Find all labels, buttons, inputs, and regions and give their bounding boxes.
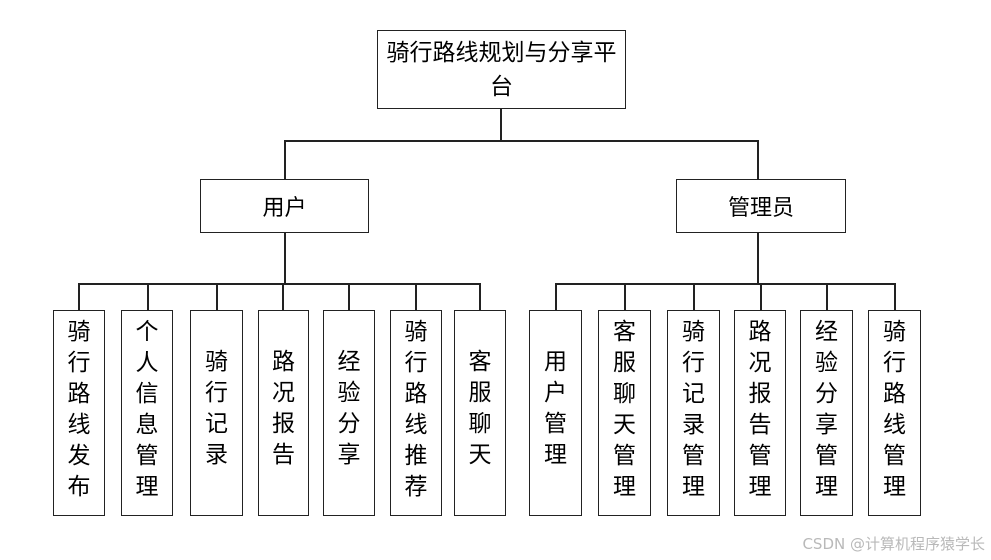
connector-line (284, 140, 286, 180)
connector-line (284, 232, 286, 284)
admin-leaf-label: 客服聊天管理 (612, 319, 636, 500)
connector-line (555, 283, 895, 285)
user-leaf-label: 骑行路线发布 (67, 319, 91, 500)
connector-line (693, 283, 695, 311)
user-leaf-node: 骑行记录 (190, 310, 243, 516)
connector-line (757, 232, 759, 284)
admin-leaf-label: 骑行记录管理 (681, 319, 705, 500)
admin-leaf-label: 经验分享管理 (814, 319, 838, 500)
connector-line (757, 140, 759, 180)
admin-leaf-node: 客服聊天管理 (598, 310, 651, 516)
connector-line (415, 283, 417, 311)
root-label: 骑行路线规划与分享平台 (386, 39, 617, 100)
user-node: 用户 (200, 179, 369, 233)
admin-leaf-label: 用户管理 (543, 349, 567, 468)
user-leaf-label: 路况报告 (271, 349, 295, 468)
admin-label: 管理员 (727, 196, 794, 221)
admin-leaf-node: 路况报告管理 (734, 310, 786, 516)
user-leaf-node: 骑行路线发布 (53, 310, 105, 516)
connector-line (826, 283, 828, 311)
user-leaf-label: 个人信息管理 (135, 319, 159, 500)
user-leaf-label: 骑行路线推荐 (404, 319, 428, 500)
admin-leaf-node: 用户管理 (529, 310, 582, 516)
user-leaf-node: 客服聊天 (454, 310, 506, 516)
user-leaf-node: 经验分享 (323, 310, 375, 516)
user-leaf-node: 个人信息管理 (121, 310, 173, 516)
connector-line (284, 140, 758, 142)
connector-line (894, 283, 896, 311)
connector-line (479, 283, 481, 311)
user-leaf-label: 经验分享 (337, 349, 361, 468)
connector-line (348, 283, 350, 311)
connector-line (555, 283, 557, 311)
admin-leaf-node: 骑行路线管理 (868, 310, 921, 516)
admin-leaf-label: 路况报告管理 (748, 319, 772, 500)
admin-leaf-label: 骑行路线管理 (882, 319, 906, 500)
user-leaf-node: 路况报告 (258, 310, 309, 516)
connector-line (760, 283, 762, 311)
root-node: 骑行路线规划与分享平台 (377, 30, 626, 109)
connector-line (78, 283, 480, 285)
watermark-text: CSDN @计算机程序猿学长 (802, 535, 985, 553)
user-label: 用户 (262, 196, 307, 221)
admin-leaf-node: 骑行记录管理 (667, 310, 720, 516)
connector-line (282, 283, 284, 311)
connector-line (624, 283, 626, 311)
connector-line (147, 283, 149, 311)
connector-line (216, 283, 218, 311)
admin-node: 管理员 (676, 179, 846, 233)
admin-leaf-node: 经验分享管理 (800, 310, 853, 516)
connector-line (500, 109, 502, 141)
user-leaf-label: 骑行记录 (204, 349, 228, 468)
user-leaf-label: 客服聊天 (468, 349, 492, 468)
user-leaf-node: 骑行路线推荐 (390, 310, 442, 516)
connector-line (78, 283, 80, 311)
